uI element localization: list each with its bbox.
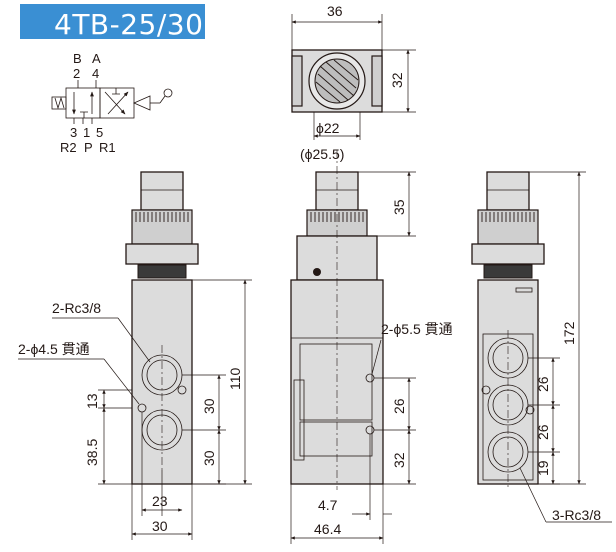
side-dim-4-7: 4.7 [318, 497, 338, 513]
back-dim-172: 172 [561, 321, 577, 345]
title-badge: 4TB-25/30 [20, 4, 205, 41]
top-view: 36 32 ϕ22 (ϕ25.5) [291, 3, 416, 162]
symbol-port-b: B [73, 51, 82, 66]
side-dim-46-4: 46.4 [314, 521, 341, 537]
side-view: 35 26 32 2-ϕ5.5 貫通 4.7 46.4 [290, 150, 453, 544]
front-dim-110: 110 [227, 367, 243, 390]
back-dim-26b: 26 [535, 424, 551, 440]
top-dim-phi: ϕ22 [316, 120, 340, 136]
front-view: 110 30 30 13 38.5 23 30 2-Rc3/8 2-ϕ4.5 貫… [18, 171, 252, 540]
front-label-hole: 2-ϕ4.5 貫通 [18, 341, 90, 357]
side-dim-35: 35 [391, 199, 407, 215]
back-label-ports: 3-Rc3/8 [552, 507, 601, 523]
symbol-port-r2: R2 [60, 140, 77, 155]
page-title: 4TB-25/30 [54, 8, 204, 41]
front-dim-30a: 30 [201, 398, 217, 414]
symbol-port-1: 1 [83, 125, 90, 140]
side-dim-32: 32 [391, 452, 407, 468]
front-dim-23: 23 [152, 493, 168, 509]
side-dim-26: 26 [391, 398, 407, 414]
back-view: 172 26 26 19 3-Rc3/8 [471, 171, 612, 523]
top-dim-height: 32 [389, 72, 405, 88]
side-label-hole: 2-ϕ5.5 貫通 [381, 321, 453, 337]
symbol-port-4: 4 [92, 66, 99, 81]
front-dim-38-5: 38.5 [84, 439, 100, 466]
top-dim-width: 36 [327, 3, 343, 19]
top-dim-phi-paren: (ϕ25.5) [300, 146, 344, 162]
front-dim-30b: 30 [201, 450, 217, 466]
front-dim-13: 13 [84, 393, 100, 409]
symbol-port-r1: R1 [99, 140, 116, 155]
symbol-port-a: A [92, 51, 101, 66]
valve-symbol: B A 2 4 3 1 5 R2 P R1 [51, 51, 173, 155]
symbol-port-3: 3 [70, 125, 77, 140]
back-dim-19: 19 [535, 460, 551, 476]
back-dim-26a: 26 [535, 376, 551, 392]
front-dim-30w: 30 [152, 518, 168, 534]
symbol-port-2: 2 [73, 66, 80, 81]
front-label-port: 2-Rc3/8 [52, 300, 101, 316]
symbol-port-5: 5 [96, 125, 103, 140]
symbol-port-p: P [84, 140, 93, 155]
